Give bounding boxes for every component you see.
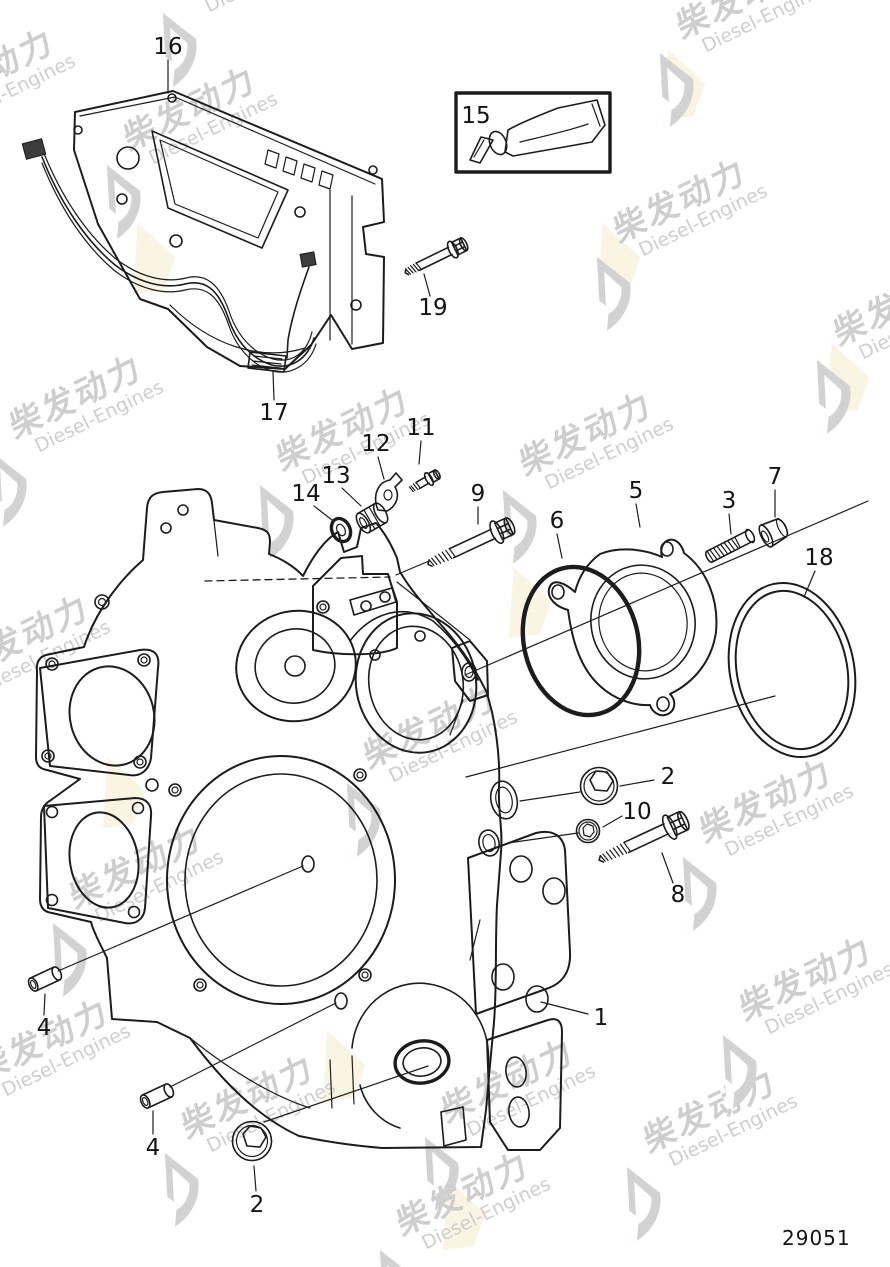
callout-11: 11 [406,415,436,441]
part-6-o-ring [520,564,642,718]
callout-9: 9 [470,481,486,507]
callout-19: 19 [418,295,448,321]
part-10-plug [575,818,601,844]
part-11-screw [408,469,441,493]
part-13-bushing [355,502,389,534]
part-12-clamp [374,472,403,512]
part-4-dowel-pin-upper [27,966,63,992]
callout-16: 16 [153,34,183,60]
callout-2-upper: 2 [660,764,676,790]
part-4-dowel-pin-lower [139,1083,175,1109]
callout-4-lower: 4 [145,1135,161,1161]
callout-17: 17 [259,400,289,426]
callout-3: 3 [721,488,737,514]
part-19-flange-bolt [404,237,469,276]
part-8-flange-bolt [598,810,690,863]
part-1-flywheel-housing [35,488,572,1151]
callout-7: 7 [767,464,783,490]
callout-4-upper: 4 [36,1015,52,1041]
callout-5: 5 [628,478,644,504]
part-18-o-ring [727,581,857,759]
callout-1: 1 [593,1005,609,1031]
callout-15: 15 [461,103,491,129]
callout-2-lower: 2 [249,1192,265,1218]
callout-18: 18 [804,545,834,571]
callout-10: 10 [622,799,652,825]
callout-8: 8 [670,882,686,908]
part-17-cable-harness [21,138,317,373]
callout-6: 6 [549,508,565,534]
callout-12: 12 [361,431,391,457]
part-3-stud [705,528,756,564]
part-9-flange-bolt [427,517,516,567]
callout-14: 14 [291,481,321,507]
callout-13: 13 [321,463,351,489]
part-2-plug-lower [231,1120,273,1162]
alignment-line [464,500,869,676]
part-15-sealant-tube-box [454,91,612,174]
part-7-nut [758,518,789,548]
part-2-plug-upper [579,766,619,806]
figure-number: 29051 [782,1226,851,1250]
part-14-washer [329,516,353,544]
